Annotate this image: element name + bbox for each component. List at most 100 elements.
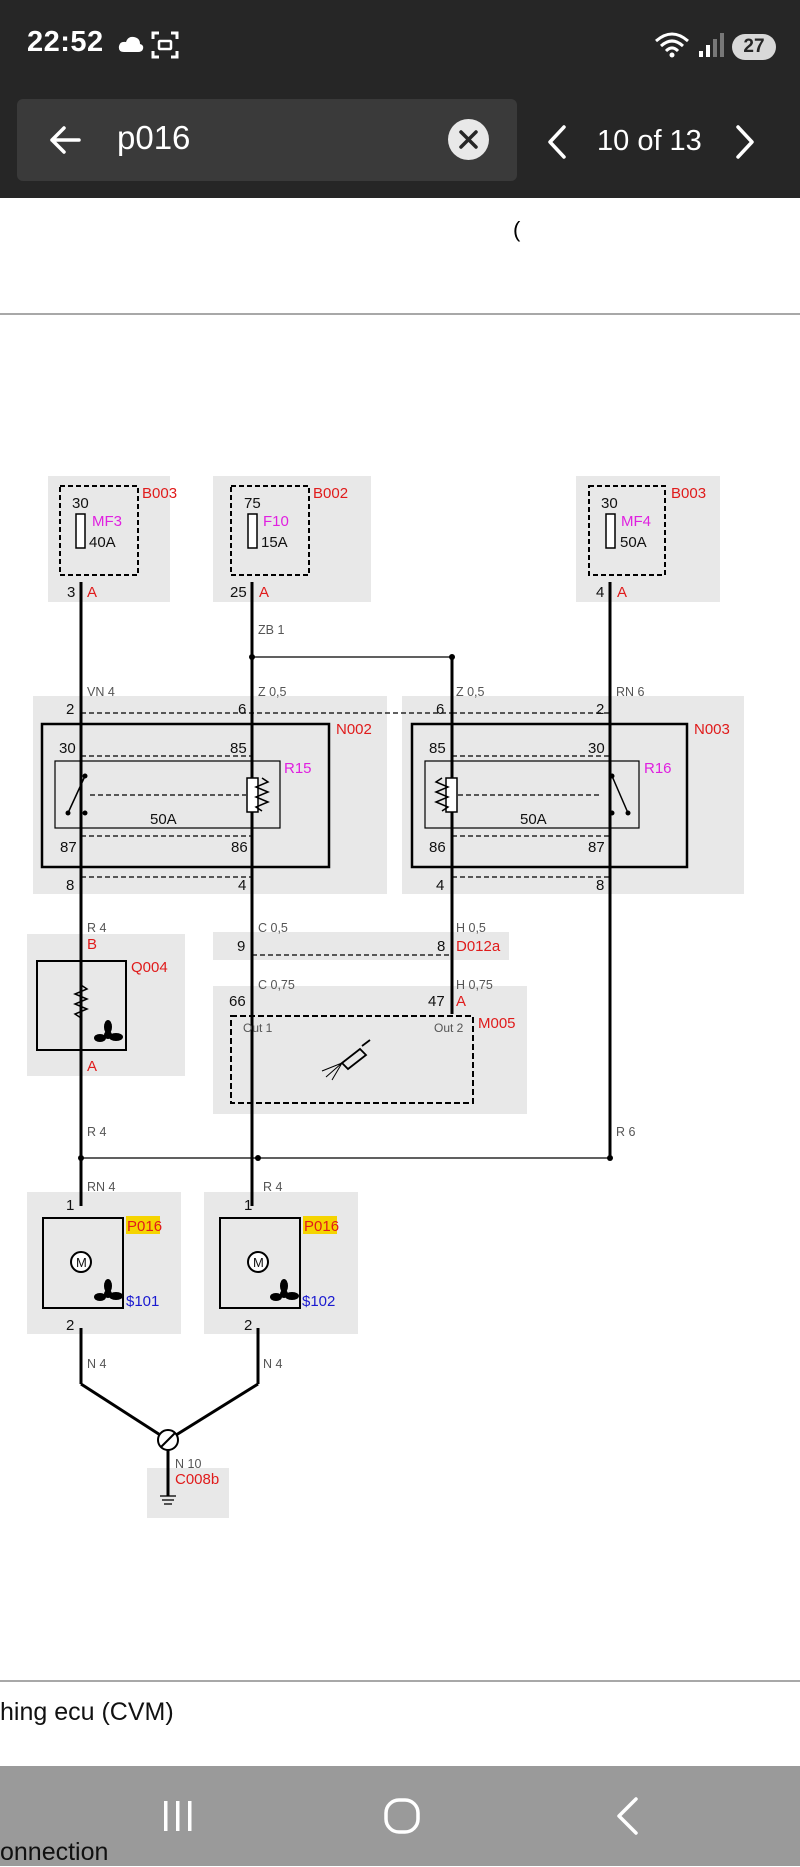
wifi-icon [655,32,689,58]
wire-label: R 4 [87,1125,107,1139]
close-icon [459,130,478,149]
wire-label: R 4 [87,921,107,935]
fuse-rating: 40A [89,534,116,551]
component-code: B002 [313,485,348,502]
status-bar: 22:52 27 [0,0,800,90]
pin-label: 1 [244,1197,252,1214]
pin-label: 2 [66,701,74,718]
relay-rating: 50A [150,811,177,828]
navigation-bar: onnection [0,1766,800,1866]
pin-label: 2 [66,1317,74,1334]
component-code: B003 [671,485,706,502]
wire-label: Z 0,5 [258,685,287,699]
terminal-label: 87 [588,839,605,856]
terminal-label: 30 [588,740,605,757]
terminal-label: 30 [59,740,76,757]
pin-label: 9 [237,938,245,955]
pin-label: 47 [428,993,445,1010]
wire-label: VN 4 [87,685,115,699]
wire-label: H 0,75 [456,978,493,992]
component-code: N003 [694,721,730,738]
stray-glyph: ( [513,217,521,242]
pin-label: 8 [437,938,445,955]
footer-caption: onnection [0,1838,109,1866]
component-code: M005 [478,1015,516,1032]
clear-search-button[interactable] [448,119,489,160]
component-code: N002 [336,721,372,738]
recents-icon[interactable] [160,1799,196,1833]
divider [0,1680,800,1682]
connector-label: A [456,993,466,1010]
pin-label: 25 [230,584,247,601]
ground-code: C008b [175,1471,219,1488]
connector-label: A [87,1058,97,1075]
pin-label: 8 [596,877,604,894]
pin-label: 8 [66,877,74,894]
wire-label: R 6 [616,1125,636,1139]
home-icon[interactable] [382,1796,422,1836]
terminal-label: 30 [601,495,618,512]
nav-back-icon[interactable] [612,1796,642,1836]
wire-label: N 10 [175,1457,201,1471]
component-code: P016 [304,1218,339,1235]
wire-label: H 0,5 [456,921,486,935]
clock: 22:52 [27,26,104,58]
fuse-label: MF3 [92,513,122,530]
wire-label: N 4 [87,1357,107,1371]
pin-label: 4 [238,877,246,894]
pin-label: 66 [229,993,246,1010]
terminal-label: 86 [231,839,248,856]
wire-label: RN 6 [616,685,645,699]
pin-label: 1 [66,1197,74,1214]
search-box: p016 [17,99,517,181]
wire-label: N 4 [263,1357,283,1371]
motor-label: M [76,1255,87,1270]
pin-label: 4 [596,584,604,601]
terminal-label: 86 [429,839,446,856]
wire-label: C 0,5 [258,921,288,935]
component-code: D012a [456,938,501,955]
connector-label: B [87,936,97,953]
output-label: Out 2 [434,1021,464,1035]
signal-icon [699,33,724,57]
pin-label: 6 [238,701,246,718]
output-label: Out 1 [243,1021,273,1035]
wire-label: R 4 [263,1180,283,1194]
reference-label: $102 [302,1293,335,1310]
back-arrow-icon[interactable] [47,122,83,158]
connector-label: A [259,584,269,601]
fuse-label: F10 [263,513,289,530]
match-counter: 10 of 13 [597,125,702,157]
connector-label: A [87,584,97,601]
fuse-label: MF4 [621,513,651,530]
screenshot-icon [151,31,179,59]
motor-label: M [253,1255,264,1270]
chevron-left-icon[interactable] [545,124,569,160]
chevron-right-icon[interactable] [733,124,757,160]
fuse-rating: 15A [261,534,288,551]
relay-rating: 50A [520,811,547,828]
terminal-label: 30 [72,495,89,512]
component-code: Q004 [131,959,168,976]
wire-label: RN 4 [87,1180,116,1194]
component-code: P016 [127,1218,162,1235]
search-bar: p016 10 of 13 [0,90,800,198]
caption-text: hing ecu (CVM) [0,1698,174,1726]
wire-label: C 0,75 [258,978,295,992]
wire-label: Z 0,5 [456,685,485,699]
search-input[interactable]: p016 [117,119,191,156]
terminal-label: 75 [244,495,261,512]
wire-label: ZB 1 [258,623,284,637]
reference-label: $101 [126,1293,159,1310]
pin-label: 4 [436,877,444,894]
pin-label: 2 [244,1317,252,1334]
terminal-label: 87 [60,839,77,856]
terminal-label: 85 [429,740,446,757]
divider [0,313,800,315]
cloud-icon [118,36,144,52]
relay-label: R15 [284,760,312,777]
component-code: B003 [142,485,177,502]
terminal-label: 85 [230,740,247,757]
fuse-rating: 50A [620,534,647,551]
